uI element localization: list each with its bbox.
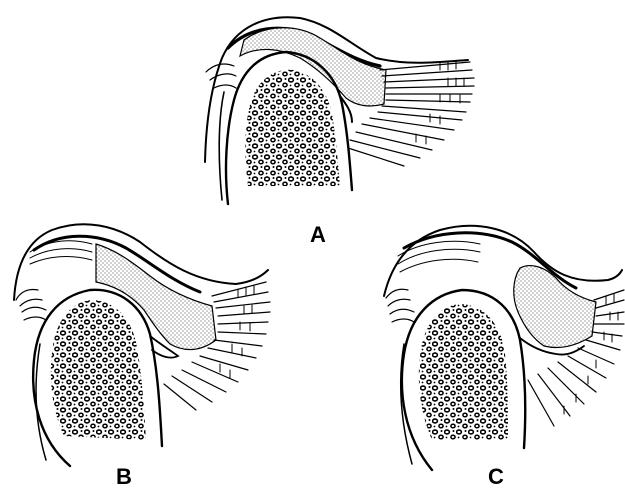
panel-c-diagram	[384, 226, 624, 470]
panel-label-b: B	[116, 466, 132, 488]
panel-label-a: A	[310, 224, 326, 246]
panel-a-cancellous-bone	[245, 70, 340, 186]
panel-b-cancellous-bone	[51, 300, 146, 440]
panel-a-diagram	[205, 17, 474, 204]
panel-b-diagram	[14, 224, 270, 466]
panel-c-cancellous-bone	[419, 304, 508, 440]
panel-c-outer-contour	[384, 226, 622, 296]
panel-c-stippled-tissue	[514, 266, 596, 348]
panel-label-c: C	[488, 466, 504, 488]
